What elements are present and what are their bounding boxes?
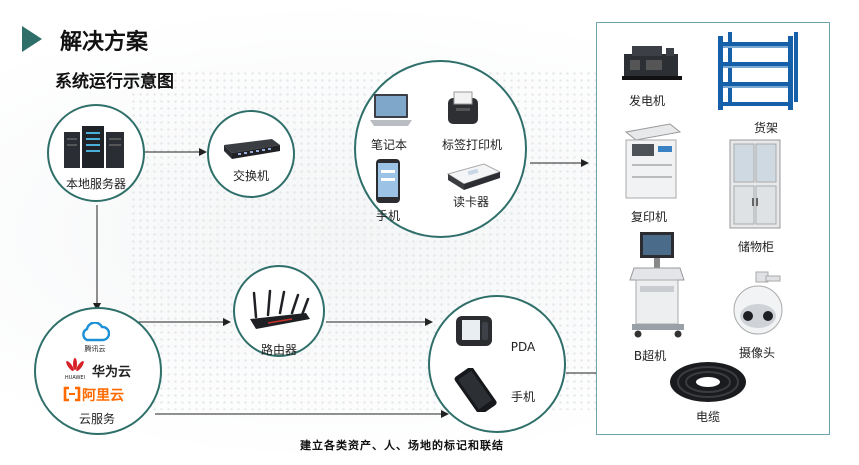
phone-icon-top (376, 159, 400, 203)
huawei-logo-icon (66, 358, 84, 372)
label-local-server: 本地服务器 (65, 177, 126, 191)
label-label-printer: 标签打印机 (441, 138, 502, 152)
huawei-cloud-label: 华为云 (92, 365, 132, 380)
footer-caption: 建立各类资产、人、场地的标记和联结 (300, 439, 504, 452)
label-cloud-service: 云服务 (78, 412, 115, 426)
label-shelf: 货架 (753, 121, 778, 135)
label-router: 路由器 (260, 343, 297, 357)
label-phone-bottom: 手机 (510, 390, 535, 404)
dome-camera-icon (733, 271, 783, 335)
network-switch-icon (224, 139, 280, 159)
label-printer-icon (448, 91, 478, 124)
title-arrow-icon (22, 26, 42, 52)
pda-icon (456, 316, 492, 346)
page-subtitle: 系统运行示意图 (55, 72, 174, 92)
label-card-reader: 读卡器 (452, 195, 489, 209)
huawei-small-label: HUAWEI (64, 375, 86, 381)
label-camera: 摄像头 (738, 346, 775, 360)
label-cable: 电缆 (695, 410, 720, 424)
label-laptop: 笔记本 (370, 138, 407, 152)
ultrasound-machine-icon (629, 232, 685, 338)
aliyun-label: 阿里云 (82, 388, 124, 404)
label-ultrasound: B超机 (633, 349, 667, 363)
tencent-cloud-label: 腾讯云 (84, 345, 106, 353)
phone-icon-bottom (454, 368, 497, 412)
node-router (233, 265, 325, 357)
server-rack-icon (64, 126, 124, 168)
page-title: 解决方案 (60, 30, 149, 55)
cabinet-icon (729, 139, 781, 229)
label-copier: 复印机 (630, 210, 667, 224)
node-cloud-service (34, 307, 162, 435)
label-cabinet: 储物柜 (737, 240, 774, 254)
laptop-icon (370, 94, 412, 126)
label-pda: PDA (510, 340, 536, 354)
cable-coil-icon (670, 362, 746, 402)
generator-icon (622, 46, 682, 80)
label-switch: 交换机 (232, 169, 269, 183)
label-generator: 发电机 (628, 94, 665, 108)
label-phone-top: 手机 (375, 209, 400, 223)
node-endpoint-cluster-bottom (428, 295, 566, 433)
aliyun-logo-icon (63, 386, 81, 402)
tencent-cloud-icon (82, 322, 110, 342)
card-reader-icon (446, 163, 502, 190)
shelf-icon (718, 32, 798, 110)
wifi-router-icon (250, 289, 310, 329)
copier-icon (624, 123, 682, 199)
node-endpoint-cluster-top (354, 60, 527, 238)
